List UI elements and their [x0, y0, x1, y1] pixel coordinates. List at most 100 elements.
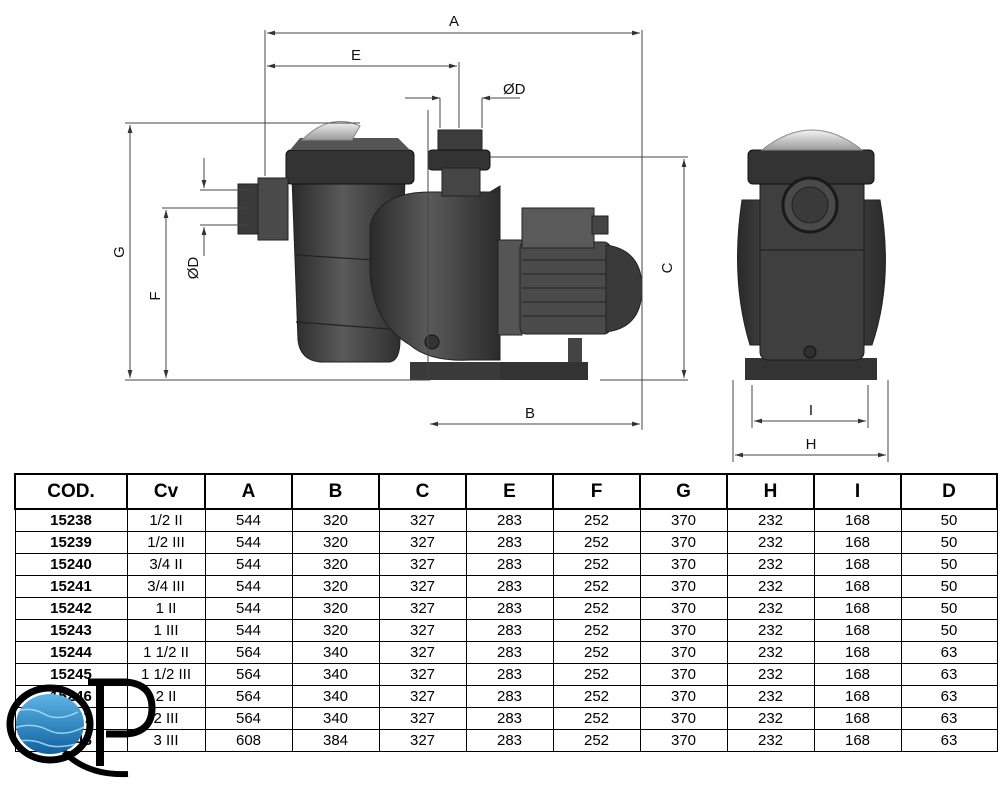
table-cell: 168: [813, 597, 902, 620]
table-cell: 1 II: [126, 597, 206, 620]
table-cell: 327: [378, 575, 467, 598]
table-cell: 327: [378, 597, 467, 620]
table-cell: 370: [639, 685, 728, 708]
table-cell: 168: [813, 685, 902, 708]
table-cell: 232: [726, 508, 815, 532]
table-cell: 327: [378, 508, 467, 532]
table-cell: 1/2 II: [126, 508, 206, 532]
table-cell: 370: [639, 531, 728, 554]
dim-label-c: C: [659, 262, 676, 273]
column-header: D: [900, 473, 998, 510]
table-cell: 340: [291, 641, 380, 664]
dim-label-d-top: ØD: [503, 81, 526, 98]
table-cell: 283: [465, 707, 554, 730]
table-cell: 168: [813, 531, 902, 554]
table-cell: 370: [639, 508, 728, 532]
table-cell: 63: [900, 729, 998, 752]
dim-label-d-side: ØD: [185, 257, 202, 280]
table-cell: 232: [726, 707, 815, 730]
column-header: COD.: [14, 473, 128, 510]
table-cell: 252: [552, 597, 641, 620]
qp-logo-icon: [6, 678, 156, 778]
table-cell: 327: [378, 531, 467, 554]
table-cell: 564: [204, 685, 293, 708]
table-cell: 283: [465, 663, 554, 686]
table-cell: 252: [552, 663, 641, 686]
product-code-cell: 15239: [14, 531, 128, 554]
table-cell: 232: [726, 641, 815, 664]
column-header: A: [204, 473, 293, 510]
table-cell: 283: [465, 619, 554, 642]
product-code-cell: 15238: [14, 508, 128, 532]
table-cell: 370: [639, 575, 728, 598]
table-cell: 544: [204, 597, 293, 620]
table-cell: 544: [204, 619, 293, 642]
pump-front-view: [737, 129, 886, 380]
table-cell: 283: [465, 685, 554, 708]
dim-label-b: B: [525, 405, 535, 422]
table-cell: 327: [378, 729, 467, 752]
table-cell: 320: [291, 508, 380, 532]
dim-label-e: E: [351, 47, 361, 64]
table-cell: 252: [552, 707, 641, 730]
table-cell: 327: [378, 553, 467, 576]
table-cell: 283: [465, 531, 554, 554]
column-header: Cv: [126, 473, 206, 510]
table-cell: 608: [204, 729, 293, 752]
table-cell: 232: [726, 553, 815, 576]
column-header: I: [813, 473, 902, 510]
table-cell: 50: [900, 531, 998, 554]
table-cell: 384: [291, 729, 380, 752]
table-cell: 327: [378, 707, 467, 730]
table-cell: 232: [726, 531, 815, 554]
table-cell: 3/4 III: [126, 575, 206, 598]
table-cell: 232: [726, 729, 815, 752]
table-cell: 564: [204, 641, 293, 664]
table-cell: 63: [900, 663, 998, 686]
table-cell: 1 1/2 II: [126, 641, 206, 664]
table-cell: 283: [465, 597, 554, 620]
table-cell: 232: [726, 685, 815, 708]
table-cell: 168: [813, 619, 902, 642]
table-cell: 252: [552, 641, 641, 664]
table-cell: 50: [900, 619, 998, 642]
dim-label-a: A: [449, 13, 459, 30]
dim-label-h: H: [806, 436, 817, 453]
table-cell: 50: [900, 553, 998, 576]
table-cell: 252: [552, 619, 641, 642]
table-cell: 168: [813, 553, 902, 576]
table-cell: 63: [900, 707, 998, 730]
table-cell: 252: [552, 553, 641, 576]
table-cell: 3/4 II: [126, 553, 206, 576]
table-cell: 320: [291, 619, 380, 642]
table-cell: 370: [639, 707, 728, 730]
table-cell: 327: [378, 685, 467, 708]
table-cell: 340: [291, 685, 380, 708]
table-cell: 232: [726, 619, 815, 642]
table-cell: 370: [639, 663, 728, 686]
table-cell: 327: [378, 619, 467, 642]
table-cell: 232: [726, 663, 815, 686]
table-cell: 370: [639, 553, 728, 576]
table-cell: 320: [291, 597, 380, 620]
table-cell: 320: [291, 531, 380, 554]
table-cell: 1 III: [126, 619, 206, 642]
table-cell: 544: [204, 531, 293, 554]
column-header: C: [378, 473, 467, 510]
table-cell: 564: [204, 663, 293, 686]
dimension-lines: [125, 30, 889, 462]
table-cell: 370: [639, 641, 728, 664]
table-cell: 1/2 III: [126, 531, 206, 554]
table-cell: 63: [900, 685, 998, 708]
table-cell: 340: [291, 707, 380, 730]
table-cell: 168: [813, 663, 902, 686]
column-header: G: [639, 473, 728, 510]
table-cell: 564: [204, 707, 293, 730]
